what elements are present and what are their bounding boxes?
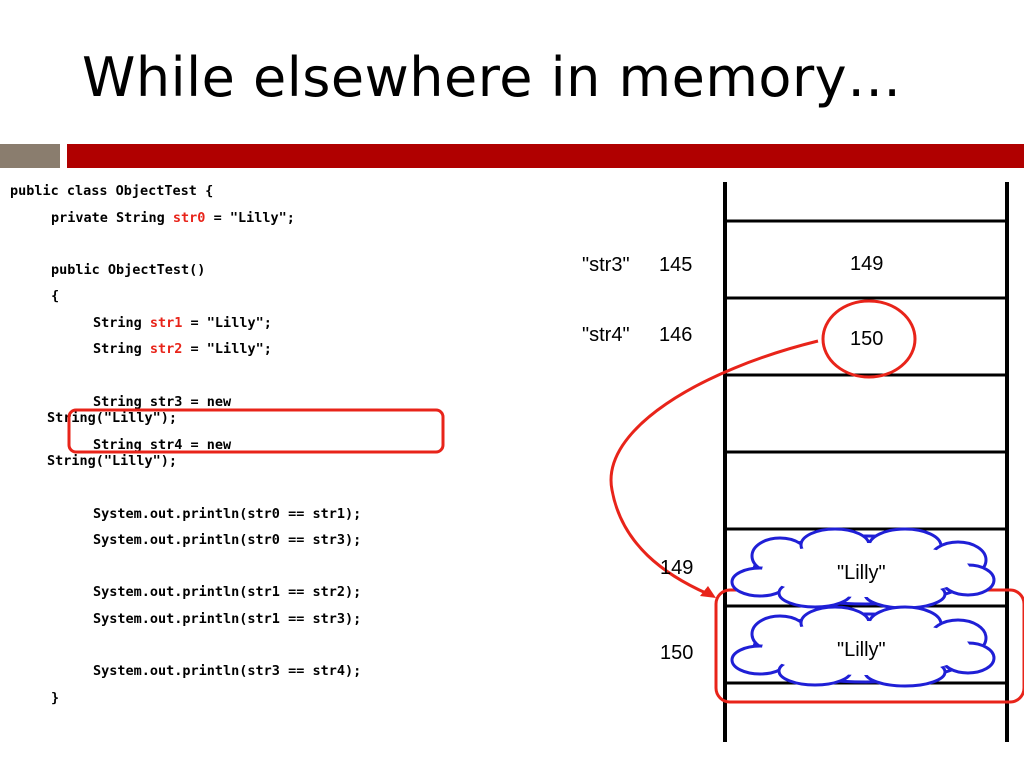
memory-address-150: 150 — [660, 642, 694, 664]
code-line: String str4 = new — [93, 437, 232, 453]
memory-cell-dividers — [725, 219, 1007, 685]
memory-address-146: 146 — [659, 324, 693, 346]
title-bar-accent — [0, 144, 60, 168]
code-line: String("Lilly"); — [47, 410, 178, 426]
variable-label-str4: "str4" — [582, 324, 630, 346]
code-variable: str0 — [172, 210, 206, 226]
code-line: System.out.println(str3 == str4); — [93, 663, 362, 679]
variable-label-str3: "str3" — [582, 254, 630, 276]
code-variable: str2 — [149, 341, 183, 357]
code-line: String("Lilly"); — [47, 453, 178, 469]
code-text: String — [93, 341, 150, 357]
string-object-value: "Lilly" — [837, 562, 886, 584]
code-line: private String str0 = "Lilly"; — [51, 210, 295, 226]
string-object-value: "Lilly" — [837, 639, 886, 661]
code-text: private String — [51, 210, 173, 226]
memory-address-145: 145 — [659, 254, 693, 276]
pointer-highlight-circle — [821, 299, 917, 379]
cloud-fill — [762, 543, 970, 597]
code-line: String str3 = new — [93, 394, 232, 410]
pointer-arrow — [609, 339, 819, 596]
memory-value-146: 150 — [850, 328, 884, 350]
memory-address-149: 149 — [660, 557, 694, 579]
code-line: System.out.println(str0 == str1); — [93, 506, 362, 522]
code-text: = "Lilly"; — [182, 315, 272, 331]
slide-title: While elsewhere in memory… — [82, 46, 902, 109]
code-text: = "Lilly"; — [205, 210, 295, 226]
code-variable: str1 — [149, 315, 183, 331]
code-line: } — [51, 690, 60, 706]
title-bar — [67, 144, 1024, 168]
code-text: = "Lilly"; — [182, 341, 272, 357]
memory-value-145: 149 — [850, 253, 884, 275]
code-line: System.out.println(str1 == str2); — [93, 584, 362, 600]
code-highlight-box — [67, 408, 445, 454]
code-line: System.out.println(str1 == str3); — [93, 611, 362, 627]
code-line: String str2 = "Lilly"; — [93, 341, 272, 357]
cloud-fill — [762, 621, 970, 675]
code-line: public class ObjectTest { — [10, 183, 214, 199]
code-line: String str1 = "Lilly"; — [93, 315, 272, 331]
code-line: { — [51, 288, 60, 304]
arrow-head-icon — [700, 586, 716, 598]
code-line: System.out.println(str0 == str3); — [93, 532, 362, 548]
code-line: public ObjectTest() — [51, 262, 206, 278]
code-text: String — [93, 315, 150, 331]
